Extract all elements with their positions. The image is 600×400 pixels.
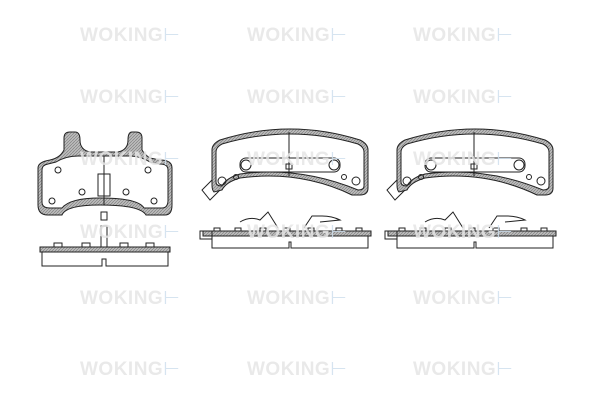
pad-side-view — [199, 211, 372, 249]
pad-1-front-view — [37, 131, 173, 221]
pad-3-views — [384, 128, 557, 249]
pad-1-side-view — [39, 225, 171, 267]
pad-front-view — [201, 128, 369, 201]
